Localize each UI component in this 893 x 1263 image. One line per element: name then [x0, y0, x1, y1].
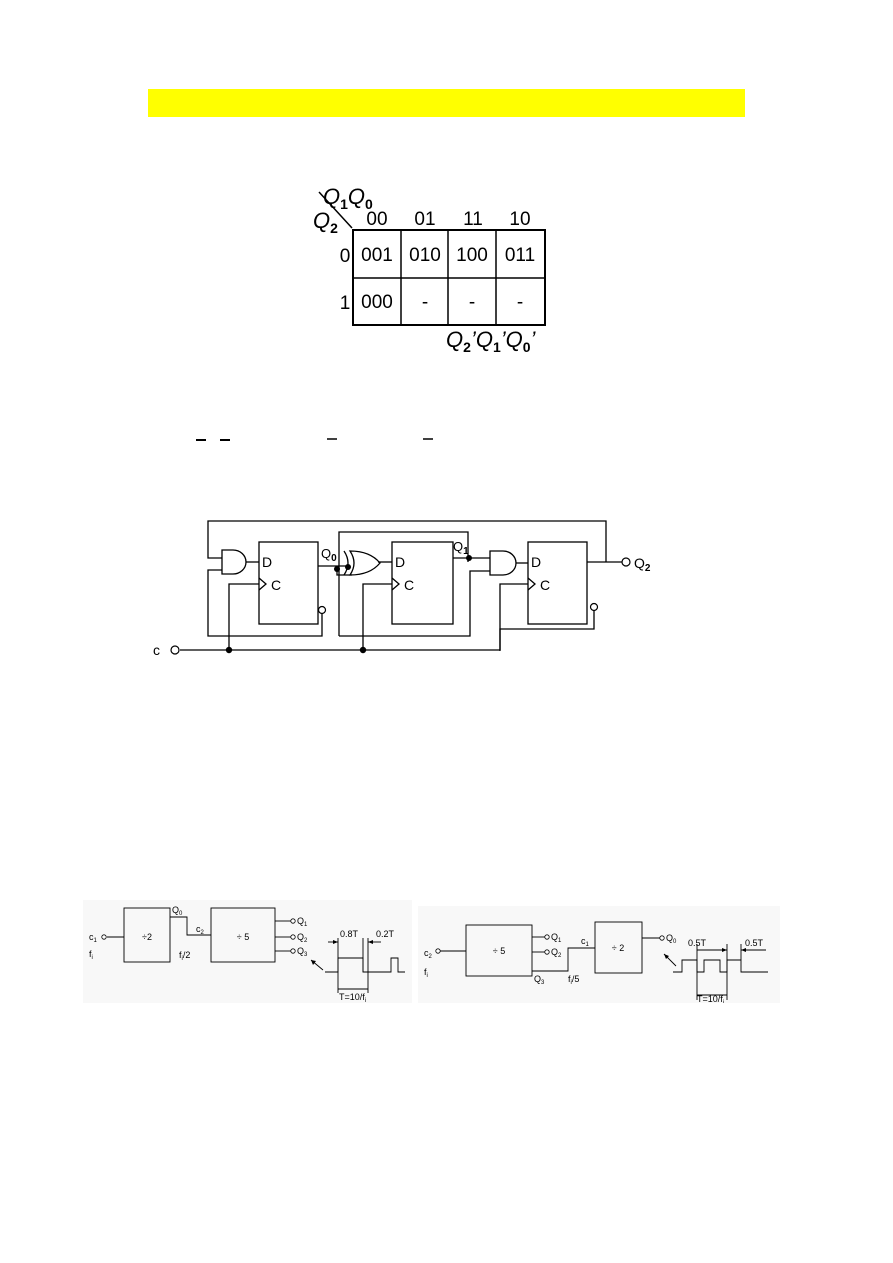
- kmap-row-header-1: 1: [340, 293, 351, 314]
- q2-terminal: [621, 557, 631, 567]
- q1-label: Q1: [551, 932, 562, 944]
- kmap-cell: -: [469, 292, 475, 313]
- kmap-row-header-0: 0: [340, 246, 351, 267]
- counter-figure-left: c1 fi ÷2 Q0 c2 fi/2 ÷ 5 Q1 Q2 Q3 0.8T 0.…: [89, 905, 405, 1003]
- xor-gate: [348, 550, 381, 576]
- div5-label: ÷ 5: [493, 946, 505, 956]
- counter-circuit: D C D C D C Q0 Q1 Q2 c: [153, 520, 651, 658]
- kmap-diagonal: [318, 191, 353, 229]
- fi-label: fi: [424, 967, 428, 979]
- kmap-row-var: Q2: [313, 208, 338, 236]
- kmap-cell: 001: [361, 245, 393, 266]
- kmap-cell: -: [517, 292, 523, 313]
- div5-label: ÷ 5: [237, 932, 249, 942]
- period-label: T=10/fi: [339, 992, 366, 1003]
- div2-block: [123, 907, 171, 963]
- ff0-d-label: D: [262, 554, 272, 570]
- kmap-col-header-01: 01: [414, 209, 435, 230]
- q3-label: Q3: [297, 946, 308, 958]
- t02-label: 0.2T: [376, 929, 395, 939]
- kmap-col-header-00: 00: [366, 209, 387, 230]
- ff2-d-label: D: [531, 554, 541, 570]
- c1-label: c1: [581, 936, 590, 948]
- inverted-output-2: [589, 602, 599, 612]
- ff2-c-label: C: [540, 577, 550, 593]
- q0-label: Q0: [172, 905, 183, 917]
- period-label: T=10/fi: [697, 994, 724, 1003]
- karnaugh-map: Q1Q0 Q2 00 01 11 10 0 1 001 010 100 011 …: [313, 184, 546, 355]
- kmap-output-label: Q2’Q1’Q0’: [446, 327, 537, 355]
- clock-terminal: [170, 645, 180, 655]
- kmap-col-var: Q1Q0: [323, 184, 373, 212]
- t05a-label: 0.5T: [688, 938, 707, 948]
- ff0-c-label: C: [271, 577, 281, 593]
- and-gate-2: [489, 550, 517, 576]
- q2-label: Q2: [297, 932, 308, 944]
- ff1-d-label: D: [395, 554, 405, 570]
- t08-label: 0.8T: [340, 929, 359, 939]
- flip-flop-2: [527, 541, 588, 625]
- clock-label: c: [153, 642, 160, 658]
- and-gate-1: [221, 549, 247, 575]
- c1-label: c1: [89, 932, 98, 944]
- q0-label: Q0: [321, 546, 337, 564]
- highlight-bar: [148, 89, 745, 117]
- kmap-cell: -: [422, 292, 428, 313]
- flip-flop-0: [258, 541, 319, 625]
- q1-label: Q1: [453, 539, 469, 557]
- kmap-col-header-11: 11: [463, 209, 483, 230]
- kmap-cell: 011: [505, 245, 535, 266]
- c2-label: c2: [196, 924, 205, 936]
- inverted-output-0: [317, 605, 327, 615]
- kmap-cell: 100: [456, 245, 488, 266]
- fi2-label: fi/2: [179, 950, 190, 962]
- q2-label: Q2: [551, 947, 562, 959]
- counter-figure-right: c2 fi ÷ 5 Q1 Q2 Q3 c1 fi/5 ÷ 2 Q0 0.5T 0…: [424, 921, 768, 1003]
- q0-label: Q0: [666, 933, 677, 945]
- q2-output-label: Q2: [634, 555, 651, 574]
- c2-label: c2: [424, 948, 433, 960]
- kmap-cell: 010: [409, 245, 441, 266]
- kmap-col-header-10: 10: [509, 209, 530, 230]
- t05b-label: 0.5T: [745, 938, 764, 948]
- flip-flop-1: [391, 541, 454, 625]
- fi5-label: fi/5: [568, 974, 579, 986]
- div2-label: ÷ 2: [612, 943, 624, 953]
- div5-block: [465, 924, 533, 977]
- ff1-c-label: C: [404, 577, 414, 593]
- kmap-cell: 000: [361, 292, 393, 313]
- div2-label: ÷2: [142, 932, 152, 942]
- fi-label: fi: [89, 949, 93, 961]
- q3-label: Q3: [534, 974, 545, 986]
- counter-figure-left-bg: [83, 900, 412, 1003]
- div2-block: [594, 921, 643, 974]
- q1-label: Q1: [297, 916, 308, 928]
